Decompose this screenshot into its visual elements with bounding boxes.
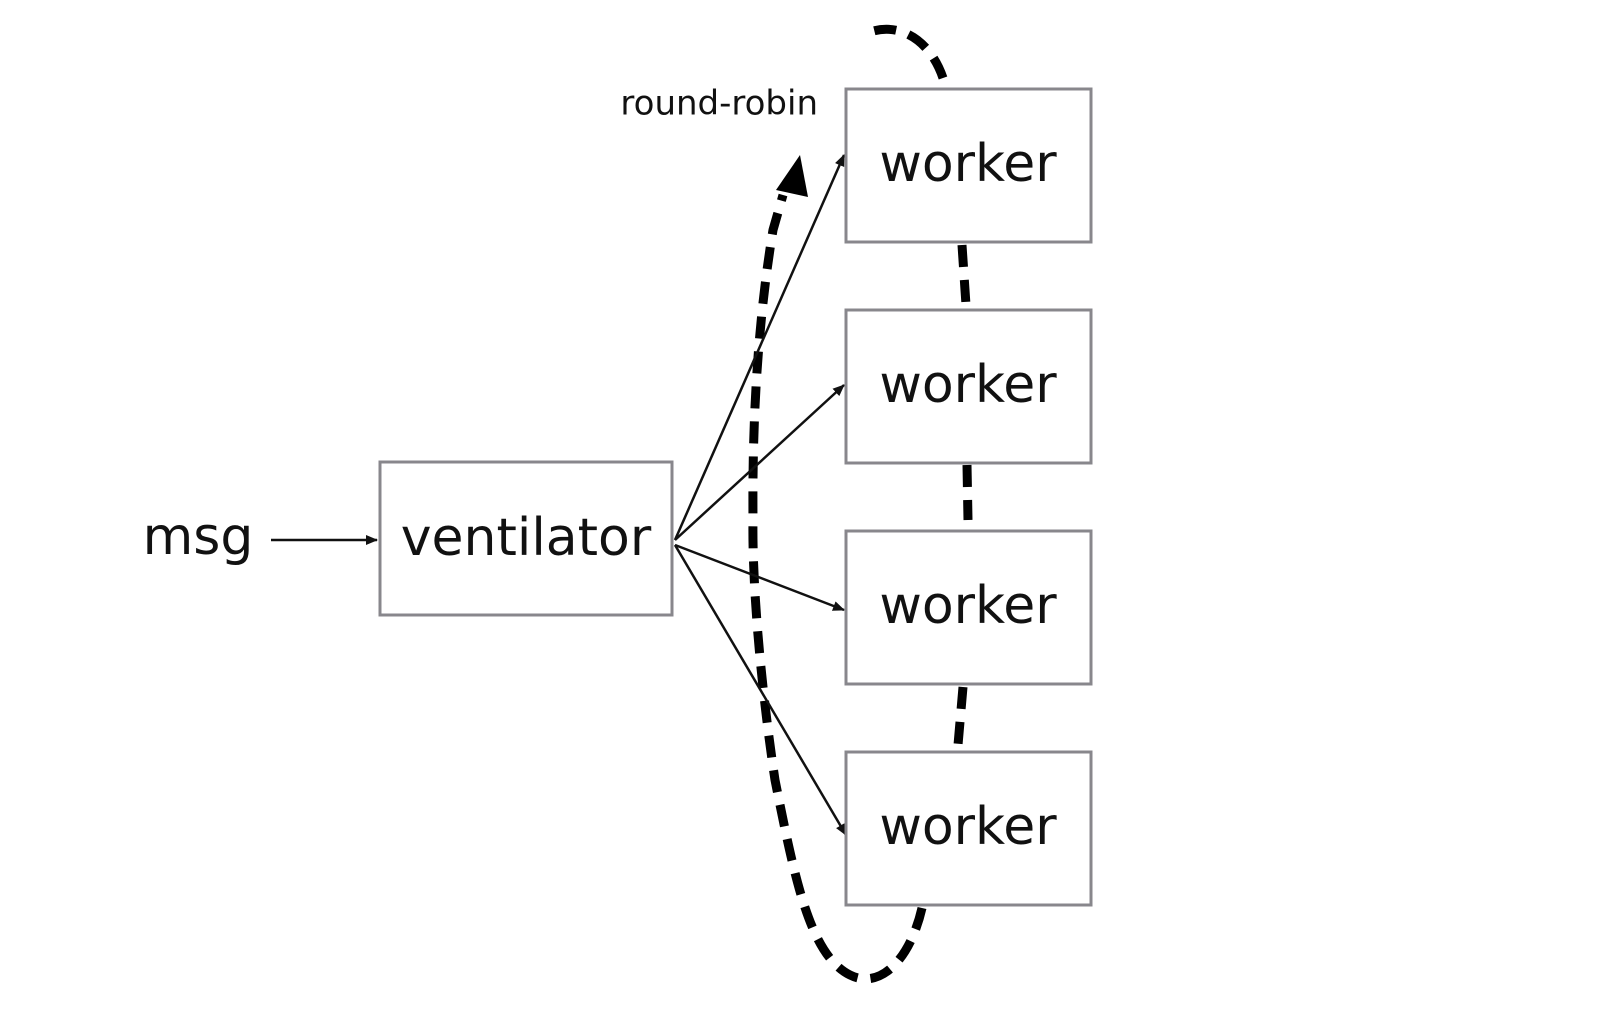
ventilator-node: ventilator: [378, 460, 674, 617]
worker-node-4: worker: [844, 750, 1093, 907]
worker-label: worker: [879, 797, 1057, 857]
round-robin-label: round-robin: [620, 84, 818, 124]
worker-node-2: worker: [844, 308, 1093, 465]
worker-label: worker: [879, 355, 1057, 415]
arrow-to-worker-2: [674, 384, 845, 541]
round-robin-cycle-path: [748, 24, 973, 984]
worker-node-1: worker: [844, 87, 1093, 244]
arrow-to-worker-4: [673, 544, 848, 836]
round-robin-arrowhead-icon: [776, 155, 808, 197]
worker-label: worker: [879, 134, 1057, 194]
ventilator-label: ventilator: [401, 508, 652, 568]
arrow-to-worker-1: [673, 154, 846, 541]
worker-label: worker: [879, 576, 1057, 636]
arrow-to-worker-3: [674, 543, 845, 612]
worker-node-3: worker: [844, 529, 1093, 686]
msg-label: msg: [143, 507, 254, 567]
